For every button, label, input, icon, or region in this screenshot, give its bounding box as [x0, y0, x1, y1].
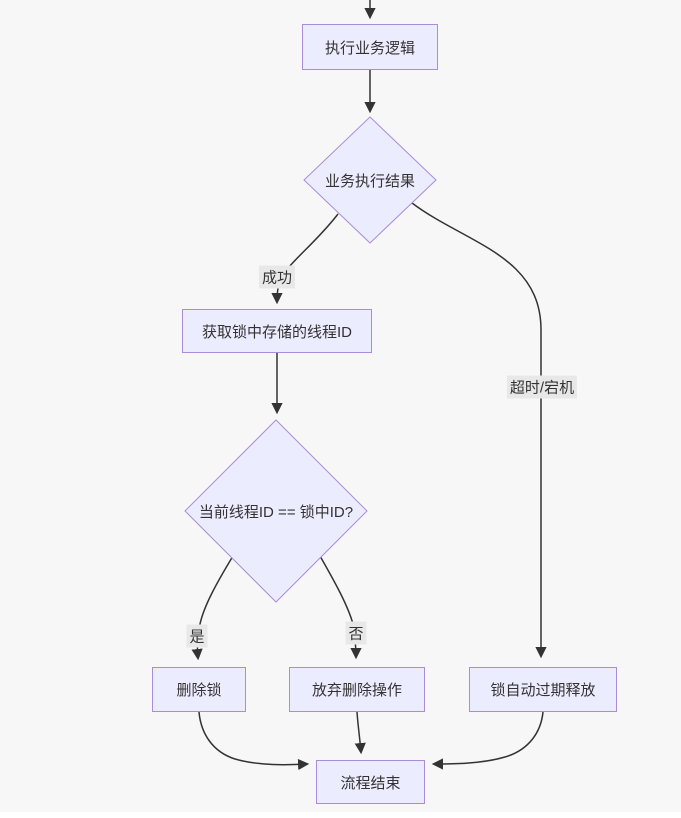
node-delete-lock: 删除锁 — [152, 667, 246, 712]
edge-label-timeout-crash: 超时/宕机 — [506, 375, 578, 399]
node-process-end: 流程结束 — [316, 760, 425, 804]
edge-label-success: 成功 — [258, 265, 296, 289]
decision-thread-check-label: 当前线程ID == 锁中ID? — [198, 503, 354, 521]
decision-thread-check-shape — [184, 419, 368, 603]
edge-check-to-delete — [191, 555, 234, 661]
decision-exec-result-label: 业务执行结果 — [324, 172, 415, 190]
edge-expire-to-end — [431, 711, 544, 770]
node-lock-auto-expire: 锁自动过期释放 — [469, 667, 617, 712]
edge-delete-to-end — [198, 711, 310, 771]
node-abandon-delete: 放弃删除操作 — [289, 667, 425, 712]
edge-abandon-to-end — [354, 711, 366, 755]
edge-result-to-expire — [411, 202, 547, 659]
node-execute-business-logic: 执行业务逻辑 — [302, 24, 438, 70]
edge-result-to-getthread — [271, 213, 339, 305]
decision-exec-result-shape — [303, 116, 437, 244]
edge-label-yes: 是 — [186, 624, 208, 648]
edge-label-no: 否 — [345, 621, 367, 645]
bottom-margin — [0, 812, 681, 818]
node-get-thread-id: 获取锁中存储的线程ID — [182, 309, 372, 353]
